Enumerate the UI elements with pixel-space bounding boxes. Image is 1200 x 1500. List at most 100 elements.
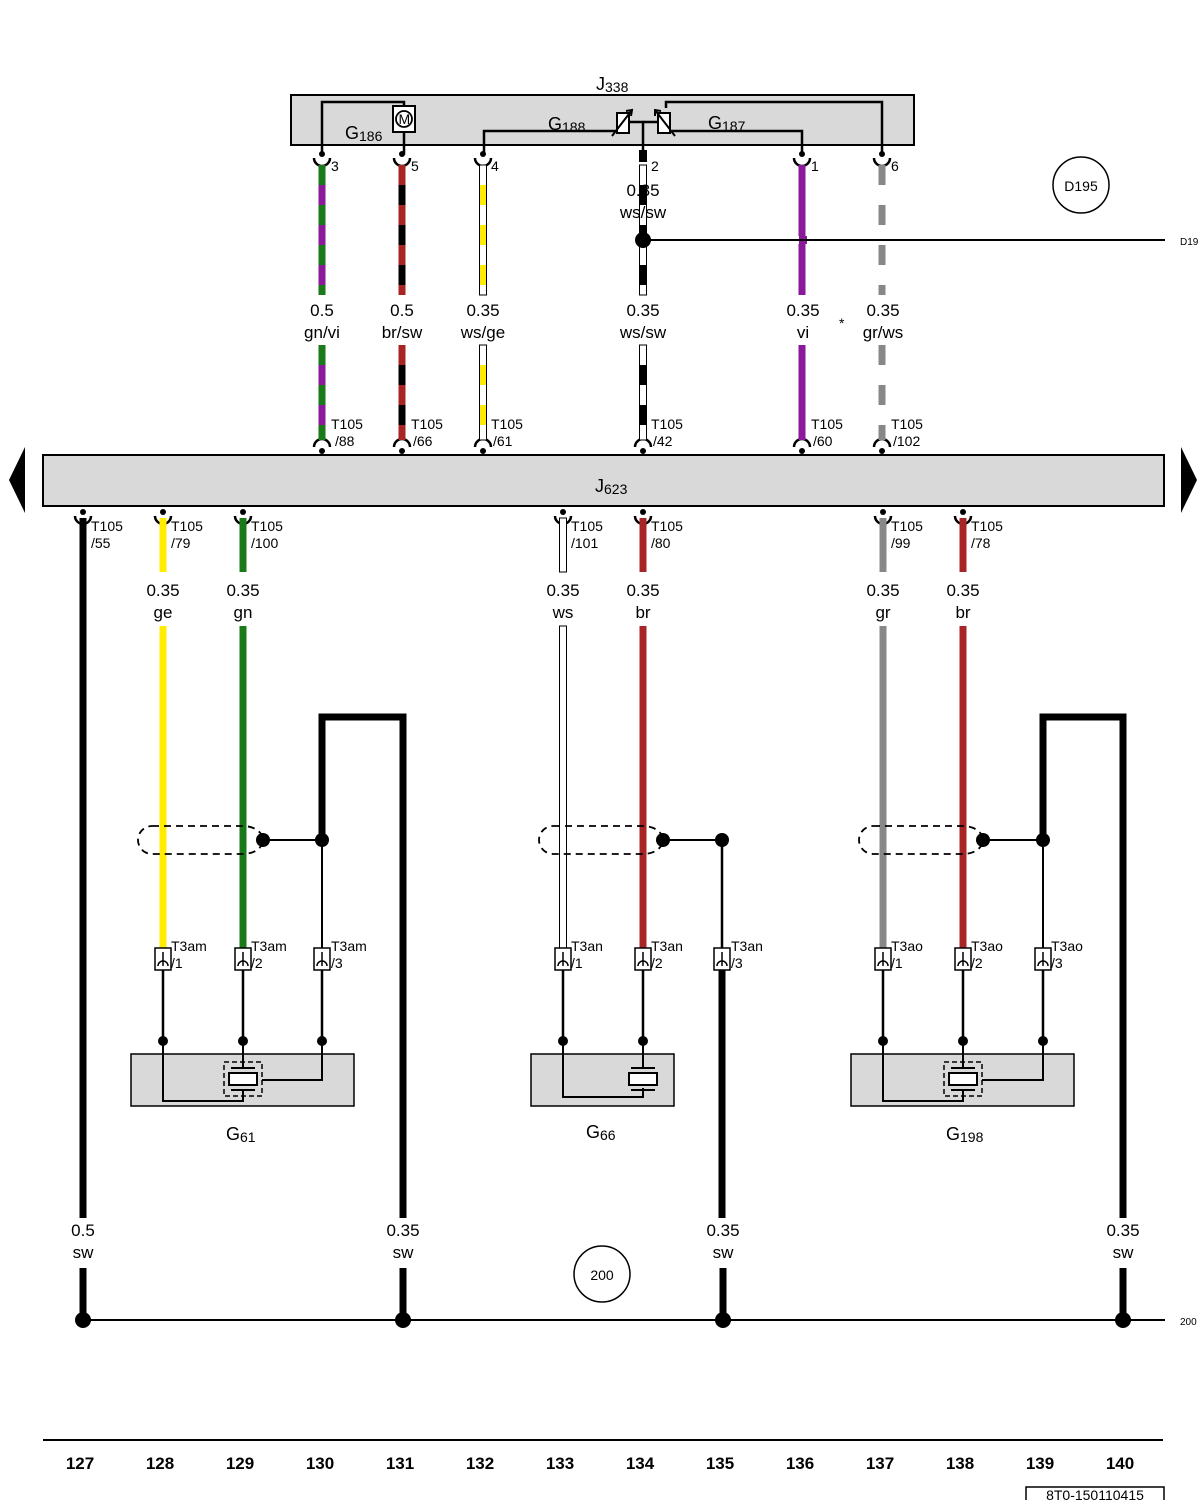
- wire-size-upper-4: 0.35: [626, 181, 659, 200]
- top-wire-upper-4-stripe-2: [640, 265, 646, 285]
- column-128: 128: [146, 1454, 174, 1473]
- t105-101-label: T105/101: [571, 518, 603, 551]
- ground-200-edge-ref: 200: [1180, 1317, 1197, 1328]
- g187-potentiometer-icon: [654, 108, 676, 137]
- t105-66-label: T105/66: [411, 416, 443, 449]
- t3ao-3-label: T3ao/3: [1051, 938, 1083, 971]
- top-wire-lower-3-base: [479, 344, 487, 441]
- ground-bus: [75, 1268, 1165, 1328]
- top-wire-upper-1-stripe-1: [318, 225, 326, 245]
- top-wire-upper-3-stripe-1: [480, 225, 486, 245]
- gwire-size-127: 0.5: [71, 1221, 95, 1240]
- top-wire-upper-6: [878, 165, 886, 295]
- top-wire-lower-3: [479, 344, 487, 441]
- sensor-connector-5: [634, 947, 652, 1046]
- t3an-3-label: T3an/3: [731, 938, 763, 971]
- g187-label: G187: [708, 113, 746, 134]
- wire-size-3: 0.35: [466, 301, 499, 320]
- sensor-g66: G66: [530, 1041, 675, 1143]
- top-wire-lower-6-stripe-1: [878, 405, 886, 425]
- ecu-top-pin-cup-5: [792, 437, 812, 454]
- top-wire-upper-2: [398, 165, 406, 295]
- top-wire-upper-3-stripe-0: [480, 185, 486, 205]
- top-pin-cup-1: [312, 151, 332, 168]
- top-wire-upper-2-stripe-2: [398, 265, 406, 285]
- bottom-wire-top-6: [959, 518, 967, 572]
- top-wire-lower-2-stripe-0: [398, 365, 406, 385]
- motor-icon: M: [392, 105, 416, 133]
- wire-size-1: 0.5: [310, 301, 334, 320]
- g186-label: G186: [345, 123, 383, 144]
- ecu-top-pin-cup-5-dot: [799, 448, 805, 454]
- ground-200-circle: [573, 1245, 631, 1303]
- top-pin-cup-2-arc: [392, 157, 412, 168]
- t3ao-2-label: T3ao/2: [971, 938, 1003, 971]
- top-pin-cup-5-arc: [792, 157, 812, 168]
- column-133: 133: [546, 1454, 574, 1473]
- bwire-color-gn: gn: [234, 603, 253, 622]
- pin-number-4: 4: [491, 158, 499, 174]
- column-130: 130: [306, 1454, 334, 1473]
- bwire-size-gn: 0.35: [226, 581, 259, 600]
- column-136: 136: [786, 1454, 814, 1473]
- t105-79-label: T105/79: [171, 518, 203, 551]
- continue-left-arrow: [9, 447, 25, 513]
- top-wire-lower-2-stripe-1: [398, 405, 406, 425]
- bottom-wire-main-1-base: [159, 626, 167, 948]
- top-wire-lower-2: [398, 345, 406, 440]
- t105-78-label: T105/78: [971, 518, 1003, 551]
- column-numbers: 127 128 129 130 131 132 133 134 135 136 …: [66, 1454, 1134, 1473]
- top-pin-cup-6-arc: [872, 157, 892, 168]
- ecu-bottom-pin-cup-2-dot: [160, 509, 166, 515]
- gwire-size-140: 0.35: [1106, 1221, 1139, 1240]
- top-wires: [318, 164, 1165, 441]
- top-pin-cup-6: [872, 151, 892, 168]
- ecu-bottom-pin-cup-7-dot: [960, 509, 966, 515]
- top-pin-cup-5-dot: [799, 151, 805, 157]
- bwire-color-ws: ws: [552, 603, 574, 622]
- ecu-bottom-pin-cup-4-dot: [560, 509, 566, 515]
- ecu-top-pin-cup-3-dot: [480, 448, 486, 454]
- t105-42-label: T105/42: [651, 416, 683, 449]
- wire-color-5: vi: [797, 323, 809, 342]
- ground-wire-labels: 0.5 sw 0.35 sw 0.35 sw 0.35 sw: [71, 1221, 1139, 1262]
- j623-module-bar: [42, 454, 1165, 507]
- t105-80-label: T105/80: [651, 518, 683, 551]
- top-wire-lower-4: [639, 344, 647, 441]
- t3am-1-label: T3am/1: [171, 938, 207, 971]
- top-wire-upper-1: [318, 165, 326, 295]
- bottom-wire-main-4-base: [639, 626, 647, 948]
- column-131: 131: [386, 1454, 414, 1473]
- gwire-color-140: sw: [1113, 1243, 1135, 1262]
- doc-number: 8T0-150110415: [1046, 1487, 1144, 1500]
- bwire-color-gr: gr: [875, 603, 890, 622]
- top-wire-lower-4-base: [639, 344, 647, 441]
- top-wire-upper-3: [479, 164, 487, 296]
- column-139: 139: [1026, 1454, 1054, 1473]
- sensor-connector-1: [154, 947, 172, 1046]
- t105-102-label: T105/102: [891, 416, 923, 449]
- sensor-g61: G61: [130, 1041, 355, 1145]
- column-132: 132: [466, 1454, 494, 1473]
- shield-junction-dots: [256, 833, 1050, 847]
- top-wire-lower-3-stripe-0: [480, 365, 486, 385]
- ecu-top-pin-cup-2-dot: [399, 448, 405, 454]
- wire-size-6: 0.35: [866, 301, 899, 320]
- t3an-2-label: T3an/2: [651, 938, 683, 971]
- g188-potentiometer-icon: [611, 108, 634, 137]
- top-wire-upper-6-stripe-0: [878, 185, 886, 205]
- ecu-top-pin-cup-4: [633, 437, 653, 454]
- t105-55-label: T105/55: [91, 518, 123, 551]
- shield-and-ground-lines: [79, 518, 1127, 1218]
- column-138: 138: [946, 1454, 974, 1473]
- bwire-size-ge: 0.35: [146, 581, 179, 600]
- top-wire-upper-6-stripe-1: [878, 225, 886, 245]
- wire-size-2: 0.5: [390, 301, 414, 320]
- sensor-connector-7: [874, 947, 892, 1046]
- bottom-wire-main-1: [159, 626, 167, 948]
- top-pin-cup-3-dot: [480, 151, 486, 157]
- sensor-g198: G198: [850, 1041, 1075, 1145]
- ws-wire-outline-main: [559, 625, 567, 949]
- pin-number-2: 2: [651, 158, 659, 174]
- bottom-wire-top-5-base: [879, 518, 887, 572]
